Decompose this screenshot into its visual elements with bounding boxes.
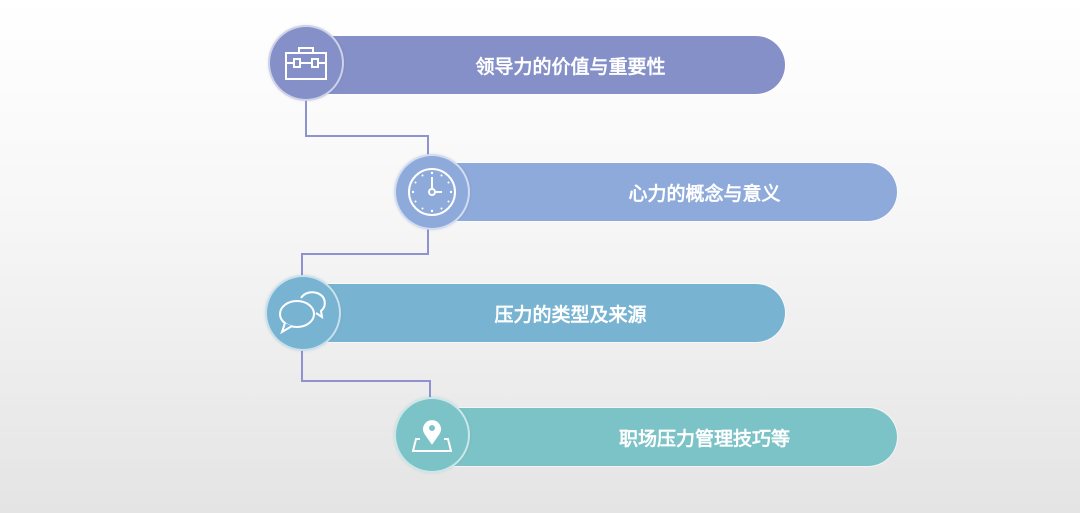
step-2-label: 心力的概念与意义 [628,182,781,205]
chat-bubbles-icon [279,291,326,335]
step-3-bar: 压力的类型及来源 [326,284,785,342]
map-pin-icon [412,420,452,452]
step-1-circle [268,25,344,101]
step-3-circle [265,275,341,351]
step-4-bar: 职场压力管理技巧等 [452,408,897,466]
step-2-circle [394,154,470,230]
step-3-label: 压力的类型及来源 [494,303,647,326]
step-4-label: 职场压力管理技巧等 [618,427,790,450]
step-1-label: 领导力的价值与重要性 [475,55,666,78]
step-1-bar: 领导力的价值与重要性 [326,36,785,94]
clock-icon [408,168,456,216]
briefcase-icon [285,47,327,80]
step-4-circle [394,397,470,473]
step-2-bar: 心力的概念与意义 [452,163,897,221]
